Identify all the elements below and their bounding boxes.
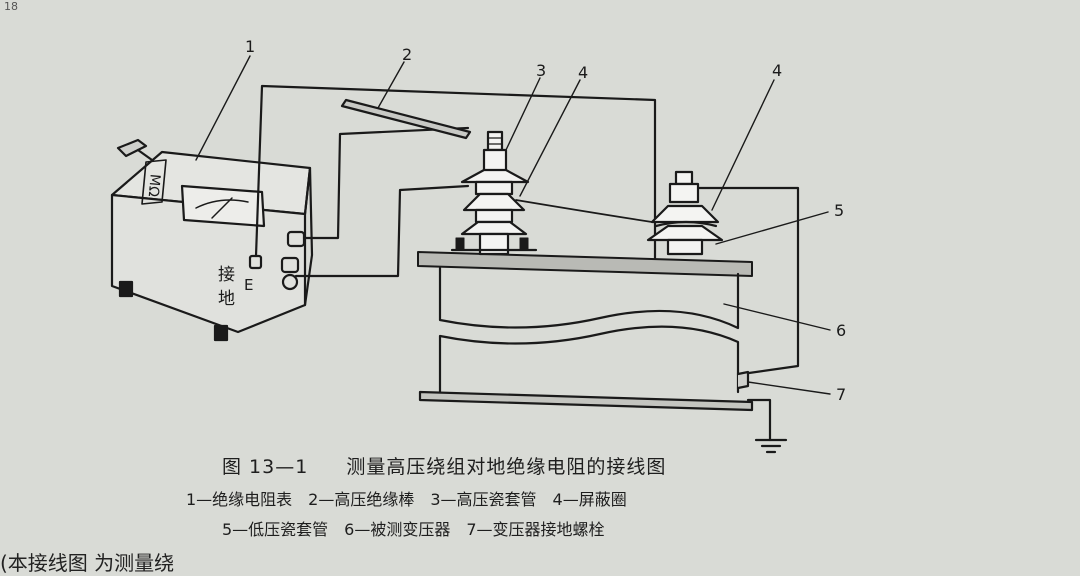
insulation-resistance-meter [110,138,314,342]
wire-line [302,126,470,240]
callout-2: 2 [402,45,412,64]
cut-off-body-text: (本接线图 为测量绕 [0,551,175,575]
tested-transformer [417,251,772,442]
ground-label-2: 地 [218,289,235,309]
screen-ring [654,220,718,228]
hv-bushing [450,130,538,256]
callout-7: 7 [836,385,846,404]
terminal-e-label: E [244,276,253,294]
callout-4-hv: 4 [578,63,588,82]
wire-guard [294,184,470,278]
figure-caption: 图 13—1 测量高压绕组对地绝缘电阻的接线图 [222,452,1080,479]
wire-earth [254,84,657,262]
ground-label-1: 接 [218,265,235,285]
hv-insulation-rod [340,98,472,140]
meter-foot [213,324,229,342]
ground-symbol-icon [754,438,788,454]
figure-legend-line-1: 1—绝缘电阻表 2—高压绝缘棒 3—高压瓷套管 4—屏蔽圈 [186,490,627,509]
leader-lines [195,55,831,395]
lv-bushing [646,170,724,256]
transformer-cover [417,251,753,277]
crank-handle [116,138,148,158]
transformer-base [418,390,754,412]
wire-screen-bridge [515,199,653,223]
page-number-fragment: 18 [4,0,18,13]
callout-numbers: 1 2 3 4 4 5 6 7 [245,37,846,404]
figure-legend-line-2: 5—低压瓷套管 6—被测变压器 7—变压器接地螺栓 [222,520,605,539]
meter-scale-label: MΩ [145,173,163,197]
callout-3: 3 [536,61,546,80]
grounding-bolt [736,370,750,390]
terminal-ground-knob [281,273,299,291]
callout-4-lv: 4 [772,61,782,80]
callout-5: 5 [834,201,844,220]
figure-number: 图 13—1 [222,456,309,478]
callout-6: 6 [836,321,846,340]
callout-1: 1 [245,37,255,56]
terminal-guard [280,256,300,274]
wire-transformer-ground [688,186,800,376]
figure-title: 测量高压绕组对地绝缘电阻的接线图 [346,456,667,478]
meter-foot [118,280,134,298]
